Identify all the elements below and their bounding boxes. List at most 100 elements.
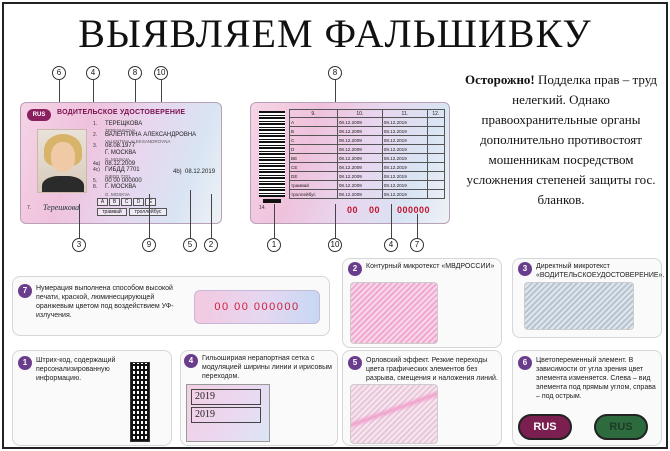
holder-photo [37, 129, 87, 193]
table-cell: 08.12.2009 [336, 171, 383, 181]
category-box: A [97, 198, 108, 206]
table-cell: трамвай [289, 180, 338, 190]
feature-text: Штрих-код, содержащий персонализированну… [36, 357, 116, 382]
table-header: 11. [381, 109, 428, 118]
grid-sample-year: 2019 [191, 407, 261, 423]
callout-4-back: 4 [384, 238, 398, 252]
table-cell: BE [289, 153, 338, 163]
field-value: ГИБДД 7701 [105, 167, 140, 173]
callout-line [190, 190, 191, 238]
callout-9: 9 [142, 238, 156, 252]
callout-8-back: 8 [328, 66, 342, 80]
card-header: ВОДИТЕЛЬСКОЕ УДОСТОВЕРЕНИЕ [57, 109, 186, 116]
callout-5: 5 [183, 238, 197, 252]
feature-text: Орловский эффект. Резкие переходы цвета … [366, 357, 498, 382]
row-14-label: 14. [259, 205, 266, 211]
table-cell: 08.12.2019 [381, 144, 428, 154]
table-cell: 08.12.2019 [381, 180, 428, 190]
contour-microtext-sample [350, 282, 438, 344]
callout-line [391, 204, 392, 238]
table-cell: 08.12.2009 [336, 153, 383, 163]
direct-microtext-sample [524, 282, 634, 330]
table-cell: 08.12.2009 [336, 189, 383, 199]
field-value: 00 00 000000 [105, 178, 142, 185]
callout-line [149, 194, 150, 238]
category-box: C [121, 198, 132, 206]
table-cell: DE [289, 171, 338, 181]
table-cell: 08.12.2009 [336, 162, 383, 172]
field-number: 5. [93, 178, 98, 185]
feature-text: Нумерация выполнена способом высокой печ… [36, 285, 174, 319]
page-title: ВЫЯВЛЯЕМ ФАЛЬШИВКУ [78, 11, 592, 56]
color-shift-badge-straight: RUS [518, 414, 572, 440]
field-value: G. MOSKVA [105, 156, 130, 162]
table-cell [426, 153, 446, 163]
callout-3: 3 [72, 238, 86, 252]
table-cell: 08.12.2009 [336, 144, 383, 154]
date-b: 08.12.2019 [185, 169, 216, 175]
barcode-strip [263, 199, 281, 203]
callout-2: 2 [204, 238, 218, 252]
callout-line [335, 80, 336, 104]
callout-4: 4 [86, 66, 100, 80]
serial-part: 00 [369, 205, 381, 215]
serial-part: 000000 [397, 205, 431, 215]
table-cell: 08.12.2019 [381, 171, 428, 181]
feature-number: 7 [18, 284, 32, 298]
table-cell: троллейбус [289, 189, 338, 199]
callout-line [59, 80, 60, 110]
feature-number: 5 [348, 356, 362, 370]
field-value: VALENTINA ALEKSANDROVNA [105, 139, 171, 145]
field-value: Г. МОСКВА [105, 184, 137, 191]
field-number: 2. [93, 132, 98, 139]
callout-10: 10 [154, 66, 168, 80]
field-number: 3. [93, 143, 98, 150]
feature-text: Контурный микротекст «МВДРОССИИ» [366, 263, 495, 270]
field-number: 1. [93, 121, 98, 127]
table-cell [426, 180, 446, 190]
feature-text: Гильошириая нерапортная сетка с модуляци… [202, 355, 332, 380]
callout-8: 8 [128, 66, 142, 80]
field-number: 4c) [93, 167, 100, 173]
table-cell [426, 189, 446, 199]
barcode-sample [130, 362, 150, 442]
uv-serial-sample: 00 00 000000 [194, 290, 320, 324]
feature-text: Цветопеременный элемент. В зависимости о… [536, 357, 656, 400]
table-cell: 08.12.2009 [336, 135, 383, 145]
table-cell: 08.12.2019 [381, 126, 428, 136]
grid-sample-year: 2019 [191, 389, 261, 405]
table-header: 9. [289, 109, 338, 118]
feature-number: 3 [518, 262, 532, 276]
table-header: 10. [336, 109, 383, 118]
field-value: ВАЛЕНТИНА АЛЕКСАНДРОВНА [105, 132, 197, 139]
table-cell: C [289, 135, 338, 145]
field-value: Г. МОСКВА [105, 149, 137, 156]
callout-7: 7 [410, 238, 424, 252]
table-cell: 08.12.2019 [381, 135, 428, 145]
table-cell [426, 162, 446, 172]
field-value: GIBDD 7701 [105, 174, 131, 180]
table-cell: D [289, 144, 338, 154]
table-cell: 08.12.2019 [381, 117, 428, 127]
table-cell [426, 144, 446, 154]
callout-1: 1 [267, 238, 281, 252]
intro-warning: Осторожно! [465, 72, 535, 87]
feature-number: 4 [184, 354, 198, 368]
serial-part: 00 [347, 205, 359, 215]
field-value: G. MOSKVA [105, 191, 130, 197]
table-cell: 08.12.2009 [336, 117, 383, 127]
table-cell: 08.12.2019 [381, 153, 428, 163]
field-value: 08.08.1977 [105, 143, 136, 150]
rus-badge: RUS [27, 109, 51, 121]
field-number: 4a) [93, 160, 101, 167]
